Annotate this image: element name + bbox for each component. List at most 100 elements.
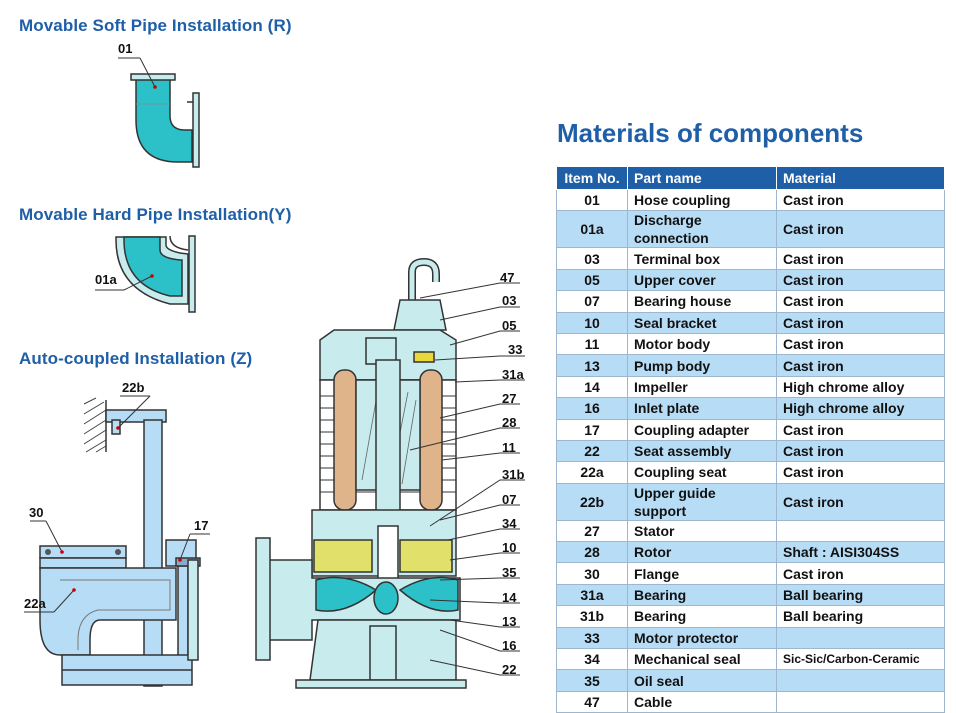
auto-coupled-drawing — [39, 397, 201, 687]
label-33: 33 — [508, 342, 523, 357]
soft-pipe-elbow — [130, 73, 200, 168]
cell-part-name: Flange — [627, 562, 777, 585]
cell-part-name: Seal bracket — [627, 311, 777, 334]
label-30: 30 — [29, 505, 44, 520]
cell-part-name: Motor body — [627, 332, 777, 356]
cell-material: Cast iron — [776, 188, 945, 212]
label-35: 35 — [502, 565, 517, 580]
cell-part-name: Bearing — [627, 605, 777, 628]
cell-item-no: 11 — [556, 332, 628, 356]
cell-part-name: Rotor — [627, 541, 777, 564]
label-27: 27 — [502, 391, 517, 406]
cell-item-no: 13 — [556, 354, 628, 377]
cell-item-no: 22b — [556, 482, 628, 521]
cell-part-name: Motor protector — [627, 626, 777, 650]
pump-cross-section — [255, 257, 467, 689]
cell-material: Cast iron — [776, 562, 945, 585]
cell-item-no: 01a — [556, 210, 628, 249]
hard-pipe-elbow — [115, 235, 196, 313]
label-34: 34 — [502, 516, 517, 531]
cell-part-name: Bearing house — [627, 290, 777, 313]
cell-part-name: Stator — [627, 519, 777, 543]
cell-part-name: Discharge connection — [627, 210, 777, 249]
cell-material: Cast iron — [776, 268, 945, 292]
cell-material: Cast iron — [776, 482, 945, 521]
cell-part-name: Mechanical seal — [627, 648, 777, 671]
label-03: 03 — [502, 293, 517, 308]
label-10: 10 — [502, 540, 517, 555]
cell-material — [776, 626, 945, 650]
cell-item-no: 05 — [556, 268, 628, 292]
label-22: 22 — [502, 662, 517, 677]
cell-item-no: 14 — [556, 375, 628, 399]
cell-material: Cast iron — [776, 210, 945, 249]
cell-part-name: Impeller — [627, 375, 777, 399]
header-item-no: Item No. — [556, 166, 628, 190]
cell-part-name: Seat assembly — [627, 439, 777, 463]
cell-material — [776, 669, 945, 692]
cell-material — [776, 519, 945, 543]
cell-part-name: Upper guide support — [627, 482, 777, 521]
cell-material: Cast iron — [776, 247, 945, 270]
label-14: 14 — [502, 590, 517, 605]
cell-item-no: 27 — [556, 519, 628, 543]
cell-part-name: Bearing — [627, 583, 777, 607]
cell-material: Cast iron — [776, 418, 945, 441]
cell-material: Shaft : AISI304SS — [776, 541, 945, 564]
cell-item-no: 10 — [556, 311, 628, 334]
auto-coupled-title: Auto-coupled Installation (Z) — [19, 349, 253, 368]
label-17: 17 — [194, 518, 209, 533]
label-31a: 31a — [502, 367, 524, 382]
cell-material: Cast iron — [776, 311, 945, 334]
cell-item-no: 17 — [556, 418, 628, 441]
cell-item-no: 31b — [556, 605, 628, 628]
soft-pipe-title: Movable Soft Pipe Installation (R) — [19, 16, 292, 35]
cell-material — [776, 690, 945, 713]
label-47: 47 — [500, 270, 515, 285]
cell-material: Cast iron — [776, 354, 945, 377]
label-22b: 22b — [122, 380, 145, 395]
cell-material: High chrome alloy — [776, 375, 945, 399]
cell-material: Sic-Sic/Carbon-Ceramic — [776, 648, 945, 671]
label-22a: 22a — [24, 596, 46, 611]
cell-part-name: Inlet plate — [627, 397, 777, 420]
cell-item-no: 30 — [556, 562, 628, 585]
cell-item-no: 33 — [556, 626, 628, 650]
cell-material: Ball bearing — [776, 583, 945, 607]
cell-part-name: Cable — [627, 690, 777, 713]
cell-material: Cast iron — [776, 461, 945, 484]
label-28: 28 — [502, 415, 517, 430]
cell-part-name: Upper cover — [627, 268, 777, 292]
label-07: 07 — [502, 492, 517, 507]
cell-item-no: 22a — [556, 461, 628, 484]
cell-part-name: Terminal box — [627, 247, 777, 270]
cell-item-no: 01 — [556, 188, 628, 212]
label-31b: 31b — [502, 467, 525, 482]
cell-material: Cast iron — [776, 439, 945, 463]
label-16: 16 — [502, 638, 517, 653]
hard-pipe-title: Movable Hard Pipe Installation(Y) — [19, 205, 292, 224]
cell-item-no: 16 — [556, 397, 628, 420]
cell-part-name: Hose coupling — [627, 188, 777, 212]
